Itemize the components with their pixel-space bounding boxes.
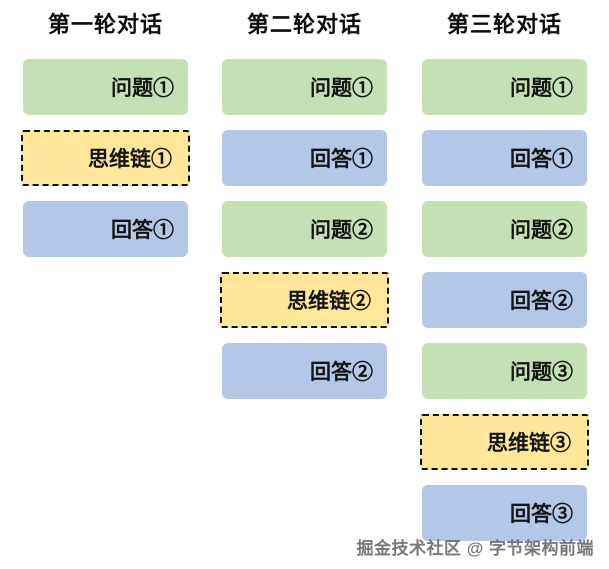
- chain-of-thought-box-1: 思维链①: [21, 130, 190, 186]
- question-box-3: 问题③: [422, 343, 587, 399]
- column-round-2: 第二轮对话 问题① 回答① 问题② 思维链② 回答②: [220, 0, 389, 414]
- column-round-3: 第三轮对话 问题① 回答① 问题② 回答② 问题③ 思维链③ 回答③: [420, 0, 589, 556]
- column-boxes: 问题① 回答① 问题② 回答② 问题③ 思维链③ 回答③: [420, 59, 589, 541]
- column-title-round-2: 第二轮对话: [246, 12, 362, 37]
- answer-box-1: 回答①: [23, 201, 188, 257]
- answer-box-2: 回答②: [222, 343, 387, 399]
- column-round-1: 第一轮对话 问题① 思维链① 回答①: [21, 0, 190, 272]
- question-box-2: 问题②: [422, 201, 587, 257]
- chain-of-thought-box-2: 思维链②: [220, 272, 389, 328]
- answer-box-3: 回答③: [422, 485, 587, 541]
- answer-box-2: 回答②: [422, 272, 587, 328]
- question-box-1: 问题①: [23, 59, 188, 115]
- question-box-1: 问题①: [222, 59, 387, 115]
- question-box-1: 问题①: [422, 59, 587, 115]
- answer-box-1: 回答①: [422, 130, 587, 186]
- column-boxes: 问题① 思维链① 回答①: [21, 59, 190, 257]
- watermark-text: 掘金技术社区 @ 字节架构前端: [356, 539, 594, 558]
- column-title-round-3: 第三轮对话: [446, 12, 562, 37]
- chain-of-thought-box-3: 思维链③: [420, 414, 589, 470]
- column-title-round-1: 第一轮对话: [47, 12, 163, 37]
- column-boxes: 问题① 回答① 问题② 思维链② 回答②: [220, 59, 389, 399]
- answer-box-1: 回答①: [222, 130, 387, 186]
- question-box-2: 问题②: [222, 201, 387, 257]
